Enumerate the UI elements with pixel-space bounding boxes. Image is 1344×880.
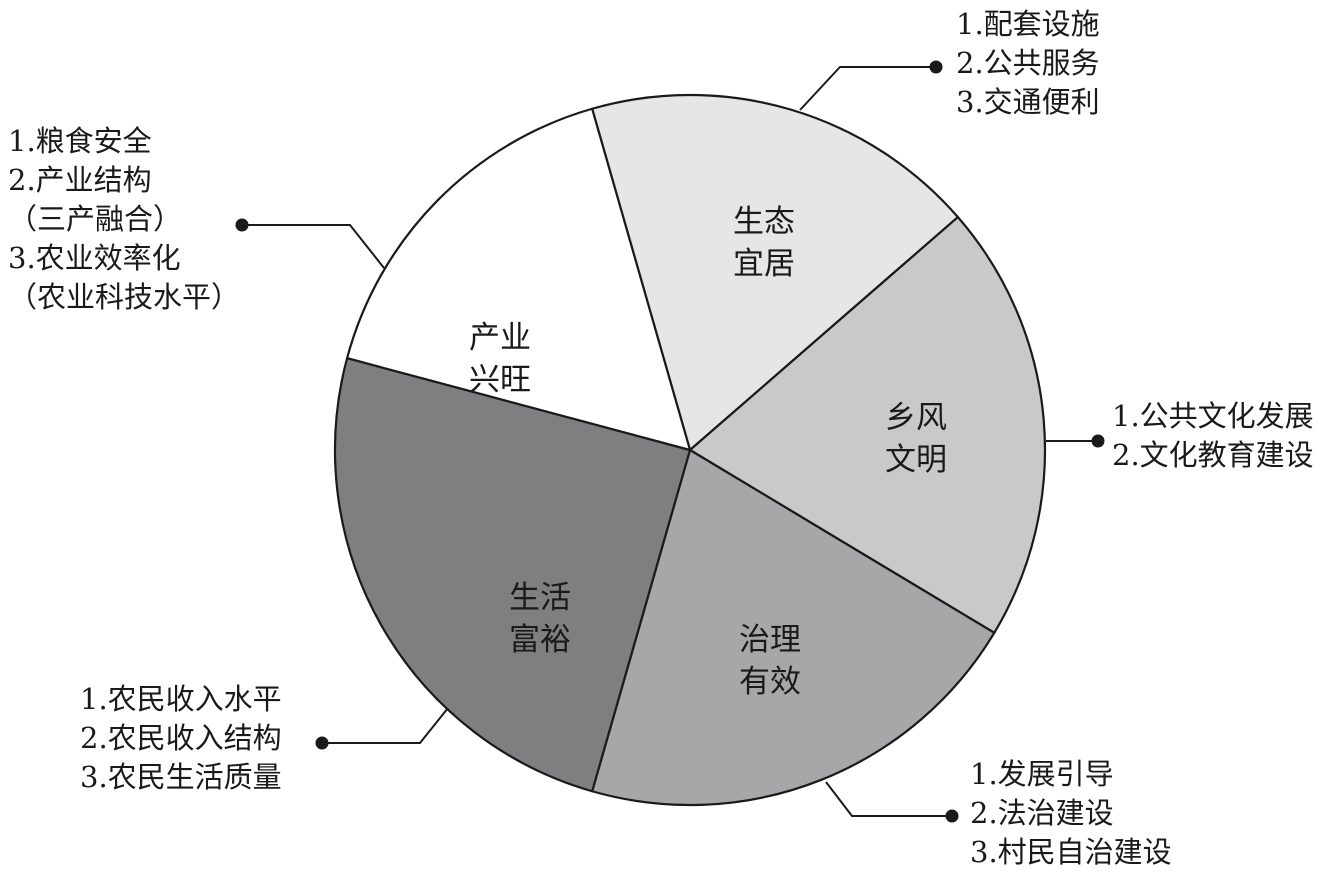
annotation-item: 2.法治建设 — [970, 796, 1114, 830]
annotation-item: （三产融合） — [8, 202, 183, 236]
sector-livable — [591, 93, 960, 452]
annotation-item: 3.农民生活质量 — [80, 760, 282, 794]
annotation-item: 1.配套设施 — [956, 7, 1100, 41]
sector-affluence — [333, 357, 692, 793]
sector-civility — [688, 216, 1047, 634]
leader-line-governance — [825, 781, 952, 817]
leader-dot-governance — [945, 809, 959, 823]
annotation-item: 2.产业结构 — [8, 163, 152, 197]
annotation-item: 2.公共服务 — [956, 46, 1100, 80]
sector-label-civility: 文明 — [885, 442, 947, 478]
leader-line-industry — [242, 224, 385, 269]
sector-industry — [346, 107, 692, 452]
sector-label-governance: 治理 — [739, 622, 801, 658]
annotation-civility: 1.公共文化发展 2.文化教育建设 — [1112, 397, 1314, 475]
leader-dot-livable — [929, 60, 943, 74]
annotation-item: 3.交通便利 — [956, 85, 1100, 119]
leader-dot-civility — [1091, 434, 1105, 448]
leaders-layer — [235, 60, 1105, 823]
sector-label-governance: 有效 — [739, 664, 801, 700]
sector-label-livable: 宜居 — [733, 246, 795, 282]
sector-label-livable: 生态 — [733, 204, 795, 240]
sector-label-affluence: 富裕 — [509, 622, 571, 658]
annotation-item: 3.农业效率化 — [8, 241, 181, 275]
annotation-item: 3.村民自治建设 — [970, 835, 1172, 869]
leader-dot-affluence — [315, 736, 329, 750]
leader-line-livable — [799, 66, 936, 111]
annotation-item: 2.农民收入结构 — [80, 721, 282, 755]
annotation-item: 1.公共文化发展 — [1112, 399, 1314, 433]
annotation-livable: 1.配套设施 2.公共服务 3.交通便利 — [956, 5, 1100, 122]
sector-label-civility: 乡风 — [885, 400, 947, 436]
sector-label-industry: 产业 — [469, 320, 531, 356]
annotation-item: 1.发展引导 — [970, 757, 1114, 791]
annotation-affluence: 1.农民收入水平 2.农民收入结构 3.农民生活质量 — [80, 680, 282, 797]
annotation-item: 1.农民收入水平 — [80, 682, 282, 716]
sector-label-industry: 兴旺 — [469, 362, 531, 398]
sector-label-affluence: 生活 — [509, 580, 571, 616]
annotation-item: （农业科技水平） — [8, 280, 241, 314]
annotation-governance: 1.发展引导 2.法治建设 3.村民自治建设 — [970, 755, 1172, 872]
sector-governance — [591, 448, 996, 807]
annotation-industry: 1.粮食安全 2.产业结构 （三产融合） 3.农业效率化 （农业科技水平） — [8, 122, 240, 317]
leader-dot-industry — [235, 218, 249, 232]
sectors-layer — [333, 93, 1047, 807]
annotation-item: 1.粮食安全 — [8, 124, 152, 158]
leader-line-affluence — [322, 707, 449, 744]
annotation-item: 2.文化教育建设 — [1112, 438, 1314, 472]
